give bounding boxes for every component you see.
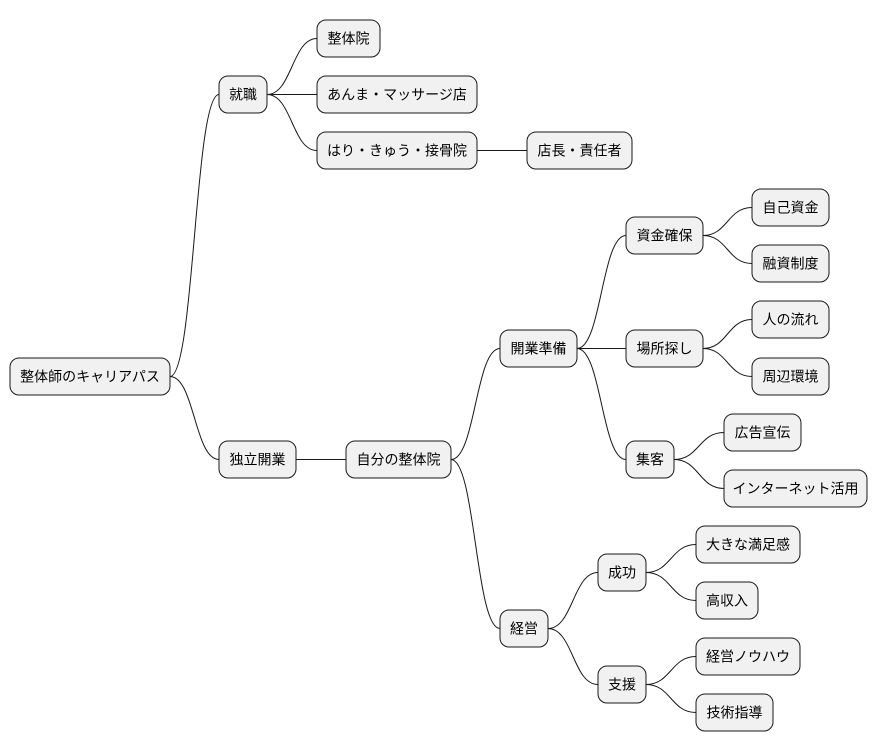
edge-root-n2: [169, 376, 220, 460]
edge-n4-n4b: [547, 628, 599, 685]
node-n3b: 場所探し: [625, 329, 704, 368]
edge-n3a-n3a2: [702, 235, 753, 264]
node-label: 資金確保: [637, 229, 693, 245]
node-box: [751, 244, 830, 283]
edge-n3a-n3a1: [702, 207, 753, 236]
node-n3a2: 融資制度: [751, 244, 830, 283]
node-label: 開業準備: [511, 342, 567, 358]
edge-n3b-n3b1: [702, 319, 753, 349]
node-box: [499, 329, 578, 368]
node-n3a1: 自己資金: [751, 188, 830, 227]
node-label: 融資制度: [763, 257, 819, 273]
node-n3c: 集客: [625, 440, 675, 479]
node-label: 広告宣伝: [735, 426, 791, 442]
node-box: [218, 75, 268, 114]
edge-n3b-n3b2: [702, 348, 753, 377]
node-box: [218, 440, 297, 479]
node-n4b1: 経営ノウハウ: [695, 637, 801, 676]
node-label: はり・きゅう・接骨院: [327, 143, 467, 160]
node-box: [695, 693, 774, 732]
node-box: [695, 637, 801, 676]
node-box: [316, 75, 478, 114]
edge-n4a-n4a2: [645, 572, 697, 601]
node-n2: 独立開業: [218, 440, 297, 479]
node-label: 支援: [608, 678, 636, 694]
edge-n3c-n3c1: [673, 432, 725, 460]
edge-n2a-n3: [450, 348, 501, 460]
node-n4b: 支援: [597, 665, 647, 704]
node-box: [345, 440, 452, 479]
node-label: 自分の整体院: [357, 453, 441, 469]
edges: [169, 38, 753, 713]
edge-n4a-n4a1: [645, 544, 697, 573]
node-label: 技術指導: [707, 706, 763, 722]
edge-n3-n3c: [576, 348, 627, 460]
node-n4b2: 技術指導: [695, 693, 774, 732]
node-box: [625, 216, 704, 255]
node-label: 周辺環境: [763, 370, 819, 386]
node-n4: 経営: [499, 609, 549, 648]
edge-n2a-n4: [450, 459, 501, 629]
edge-n1-n1c: [266, 94, 318, 151]
edge-n3-n3a: [576, 235, 627, 349]
node-label: 整体師のキャリアパス: [20, 370, 160, 386]
node-box: [723, 469, 868, 508]
node-label: あんま・マッサージ店: [327, 88, 467, 104]
edge-n3c-n3c2: [673, 459, 725, 489]
node-label: 人の流れ: [763, 313, 819, 329]
node-n1: 就職: [218, 75, 268, 114]
node-box: [499, 609, 549, 648]
node-n3: 開業準備: [499, 329, 578, 368]
node-box: [751, 300, 830, 339]
node-box: [526, 131, 633, 170]
node-label: 経営: [510, 622, 538, 638]
node-box: [695, 525, 801, 564]
node-box: [751, 188, 830, 227]
edge-n1-n1a: [266, 38, 318, 95]
node-box: [695, 581, 759, 620]
node-box: [723, 413, 802, 452]
root-node: 整体師のキャリアパス: [9, 357, 171, 396]
node-box: [316, 131, 478, 170]
node-box: [751, 357, 830, 396]
node-box: [316, 19, 381, 58]
node-box: [625, 329, 704, 368]
node-n2a: 自分の整体院: [345, 440, 452, 479]
node-label: 店長・責任者: [538, 144, 622, 160]
node-n1c1: 店長・責任者: [526, 131, 633, 170]
node-label: 高収入: [706, 593, 748, 610]
node-n3a: 資金確保: [625, 216, 704, 255]
node-label: 就職: [229, 88, 257, 104]
node-label: 整体院: [328, 32, 370, 48]
node-label: 独立開業: [230, 453, 286, 469]
node-n4a2: 高収入: [695, 581, 759, 620]
node-label: 自己資金: [763, 201, 819, 217]
node-box: [597, 553, 647, 592]
edge-n4-n4a: [547, 572, 599, 629]
node-n4a: 成功: [597, 553, 647, 592]
edge-n4b-n4b1: [645, 656, 697, 685]
node-label: 場所探し: [637, 342, 693, 358]
node-label: インターネット活用: [733, 482, 859, 498]
node-label: 大きな満足感: [706, 537, 790, 554]
edge-n4b-n4b2: [645, 684, 697, 713]
node-n1a: 整体院: [316, 19, 381, 58]
node-box: [597, 665, 647, 704]
edge-root-n1: [169, 94, 220, 377]
node-n3b2: 周辺環境: [751, 357, 830, 396]
node-n3b1: 人の流れ: [751, 300, 830, 339]
node-n3c1: 広告宣伝: [723, 413, 802, 452]
node-label: 成功: [608, 566, 636, 582]
node-n1b: あんま・マッサージ店: [316, 75, 478, 114]
node-n1c: はり・きゅう・接骨院: [316, 131, 478, 170]
node-label: 集客: [636, 452, 664, 469]
node-label: 経営ノウハウ: [706, 650, 790, 666]
node-box: [625, 440, 675, 479]
node-n3c2: インターネット活用: [723, 469, 868, 508]
node-box: [9, 357, 171, 396]
node-n4a1: 大きな満足感: [695, 525, 801, 564]
